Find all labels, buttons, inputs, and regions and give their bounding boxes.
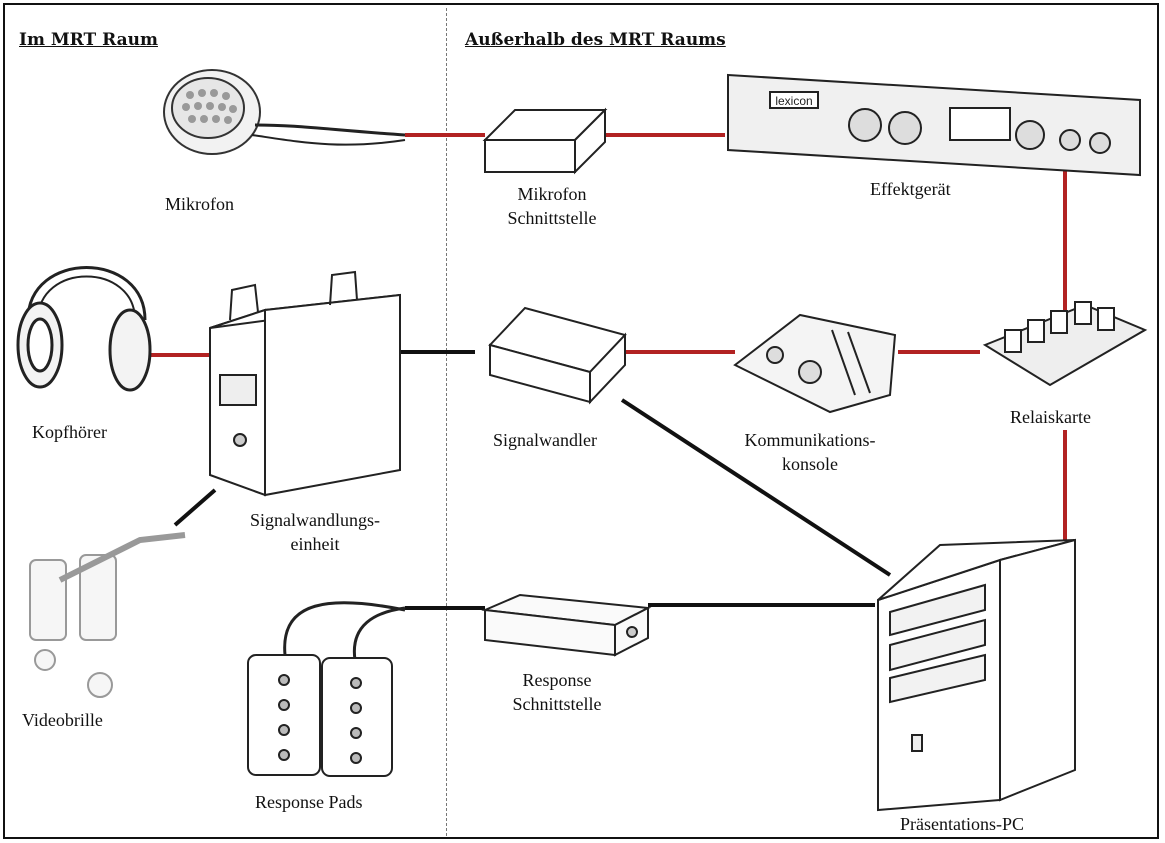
- label-response-schnittstelle-line2: Schnittstelle: [512, 694, 602, 714]
- diagram-frame: [3, 3, 1159, 839]
- label-kopfhoerer: Kopfhörer: [32, 422, 107, 442]
- effects-unit-icon: [727, 73, 1141, 177]
- label-response-schnittstelle-line1: Response: [522, 670, 592, 690]
- signal-converter-icon: [488, 306, 627, 405]
- microphone-interface-icon: [482, 107, 608, 175]
- label-relaiskarte: Relaiskarte: [1010, 407, 1091, 427]
- communication-console-icon: [733, 313, 897, 414]
- label-mikrofon-schnittstelle-line1: Mikrofon: [517, 184, 587, 204]
- headphones-icon: [16, 266, 152, 392]
- relay-card-icon: [982, 301, 1148, 387]
- label-response-pads: Response Pads: [255, 792, 363, 812]
- label-signalwandlungseinheit-line1: Signalwandlungs-: [250, 510, 380, 530]
- response-interface-icon: [481, 593, 652, 657]
- label-mikrofon-schnittstelle: Mikrofon Schnittstelle: [477, 182, 627, 230]
- effects-brand-label: lexicon: [775, 94, 812, 108]
- heading-inside-mri-room: Im MRT Raum: [19, 30, 158, 50]
- link-signalwandlungseinheit-videobrille: [173, 488, 217, 527]
- label-videobrille: Videobrille: [22, 710, 103, 730]
- link-signalwandler-pc: [620, 398, 892, 577]
- label-mikrofon-schnittstelle-line2: Schnittstelle: [507, 208, 597, 228]
- heading-outside-mri-room: Außerhalb des MRT Raums: [465, 30, 726, 50]
- signal-conversion-unit-icon: [209, 270, 401, 497]
- presentation-pc-icon: [877, 538, 1076, 812]
- room-divider-line: [446, 8, 447, 836]
- microphone-icon: [163, 69, 406, 155]
- label-praesentations-pc: Präsentations-PC: [900, 814, 1024, 834]
- label-kommunikationskonsole-line1: Kommunikations-: [744, 430, 876, 450]
- label-kommunikationskonsole: Kommunikations- konsole: [735, 428, 885, 476]
- label-signalwandlungseinheit-line2: einheit: [290, 534, 340, 554]
- label-signalwandler: Signalwandler: [493, 430, 597, 450]
- label-kommunikationskonsole-line2: konsole: [782, 454, 838, 474]
- label-response-schnittstelle: Response Schnittstelle: [487, 668, 627, 716]
- response-pads-icon: [247, 601, 406, 777]
- label-effektgeraet: Effektgerät: [870, 179, 951, 199]
- video-goggles-icon: [29, 532, 186, 698]
- label-mikrofon: Mikrofon: [165, 194, 234, 214]
- label-signalwandlungseinheit: Signalwandlungs- einheit: [245, 508, 385, 556]
